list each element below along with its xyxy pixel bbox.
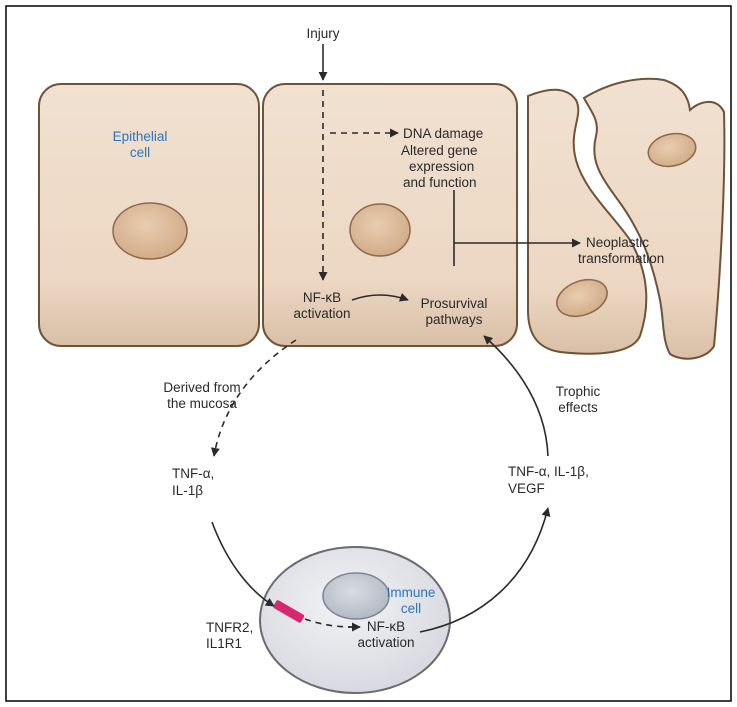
nucleus-left xyxy=(113,203,187,259)
label-cytokines-left-2: IL-1β xyxy=(172,483,203,498)
label-immune-cell: cell xyxy=(401,601,421,616)
label-effects: effects xyxy=(558,400,598,415)
label-dna-damage: DNA damage xyxy=(403,126,483,141)
immune-nucleus xyxy=(323,573,389,619)
label-nfkb-bottom-2: activation xyxy=(357,635,414,650)
label-injury: Injury xyxy=(306,26,339,41)
label-altered-gene: Altered gene xyxy=(401,143,478,158)
label-derived: Derived from xyxy=(163,380,240,395)
label-receptors-2: IL1R1 xyxy=(206,636,242,651)
label-and-function: and function xyxy=(403,175,477,190)
label-nfkb-top: NF-κB xyxy=(303,290,341,305)
label-epithelial-2: cell xyxy=(130,145,150,160)
label-transformation: transformation xyxy=(578,251,664,266)
label-cytokines-right: TNF-α, IL-1β, xyxy=(508,464,589,479)
label-prosurvival: Prosurvival xyxy=(421,296,488,311)
label-vegf: VEGF xyxy=(508,481,545,496)
label-immune: Immune xyxy=(387,585,436,600)
label-nfkb-top-2: activation xyxy=(293,306,350,321)
label-cytokines-left: TNF-α, xyxy=(172,466,214,481)
label-neoplastic: Neoplastic xyxy=(586,235,649,250)
label-pathways: pathways xyxy=(425,312,482,327)
label-mucosa: the mucosa xyxy=(167,396,237,411)
label-nfkb-bottom: NF-κB xyxy=(367,619,405,634)
label-epithelial: Epithelial xyxy=(113,129,168,144)
label-receptors: TNFR2, xyxy=(206,620,253,635)
label-expression: expression xyxy=(409,159,474,174)
nucleus-middle xyxy=(350,204,410,256)
epithelial-cell-left xyxy=(39,84,259,346)
label-trophic: Trophic xyxy=(556,384,601,399)
immune-cell xyxy=(260,547,450,693)
